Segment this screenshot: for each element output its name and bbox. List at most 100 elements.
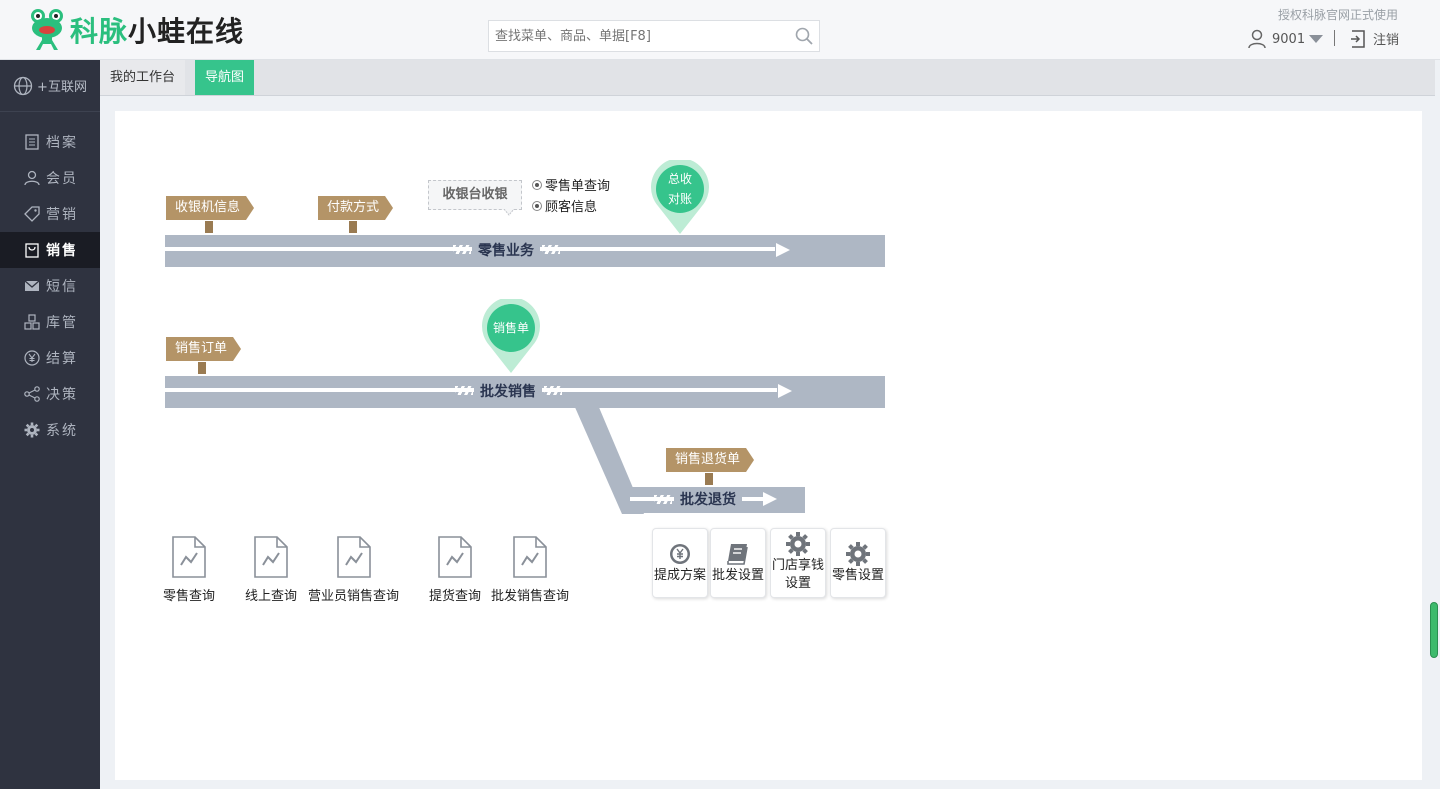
sidebar: +互联网 档案 会员 营销 销售 短信 库管 结算 决策 系统 [0, 60, 100, 789]
return-road-label[interactable]: 批发退货 [674, 489, 742, 509]
road-dash [654, 495, 672, 504]
cashier-info-sign[interactable]: 收银机信息 [166, 196, 254, 220]
logout-button[interactable]: 注销 [1350, 29, 1399, 48]
report-file-icon [336, 536, 371, 578]
pin-text: 销售单 [492, 321, 529, 335]
sidebar-item-inventory[interactable]: 库管 [0, 304, 100, 340]
radio-label: 零售单查询 [545, 179, 611, 194]
payment-method-sign[interactable]: 付款方式 [318, 196, 393, 220]
pin-text: 总收对账 [651, 160, 709, 218]
gear-icon [786, 532, 810, 556]
report-file-icon [438, 536, 472, 578]
customer-info-radio[interactable]: 顾客信息 [532, 196, 597, 215]
pickup-query-link[interactable]: 提货查询 [429, 535, 481, 604]
sidebar-item-sms[interactable]: 短信 [0, 268, 100, 304]
content-panel [115, 111, 1422, 780]
yen-icon [24, 350, 40, 366]
sidebar-item-label: 会员 [46, 171, 78, 187]
gear-icon [24, 422, 40, 438]
sidebar-item-label: 结算 [46, 351, 78, 367]
sidebar-item-settlement[interactable]: 结算 [0, 340, 100, 376]
search-icon[interactable] [795, 27, 813, 45]
wholesale-settings-card[interactable]: 批发设置 [710, 528, 766, 598]
coin-icon [670, 544, 690, 564]
setting-label: 提成方案 [653, 568, 706, 583]
mail-icon [24, 280, 40, 291]
retail-query-link[interactable]: 零售查询 [163, 535, 215, 604]
pin-line: 总收 [667, 172, 692, 186]
sales-return-sign[interactable]: 销售退货单 [666, 448, 754, 472]
frog-logo-icon [31, 9, 63, 50]
tab-workbench[interactable]: 我的工作台 [100, 60, 186, 95]
signpost-pole [349, 221, 357, 233]
map-pin-icon [651, 158, 709, 234]
store-enjoy-money-card[interactable]: 门店享钱 设置 [770, 528, 826, 598]
pin-line: 对账 [667, 192, 692, 206]
boxes-icon [24, 314, 40, 330]
chevron-down-icon [1309, 35, 1324, 43]
sidebar-item-label: 决策 [46, 387, 78, 403]
map-pin-icon [482, 297, 540, 373]
radio-label: 顾客信息 [545, 200, 598, 215]
road-dash [544, 386, 562, 395]
sidebar-item-marketing[interactable]: 营销 [0, 196, 100, 232]
logo-text: 科脉小蛙在线 [70, 10, 244, 50]
logo-brand: 科脉 [70, 15, 129, 48]
commission-plan-card[interactable]: 提成方案 [652, 528, 708, 598]
sidebar-item-system[interactable]: 系统 [0, 412, 100, 448]
sidebar-item-archive[interactable]: 档案 [0, 124, 100, 160]
setting-label: 批发设置 [711, 568, 764, 583]
report-file-icon [172, 536, 206, 578]
reconciliation-pin[interactable]: 总收对账 [651, 158, 709, 234]
globe-icon [13, 76, 33, 95]
scrollbar-thumb[interactable] [1430, 602, 1438, 658]
sidebar-item-label: 档案 [46, 135, 78, 151]
wholesale-road-label[interactable]: 批发销售 [474, 381, 542, 401]
bag-icon [25, 243, 39, 258]
clerk-sales-query-link[interactable]: 营业员销售查询 [308, 535, 399, 604]
tag-icon [24, 206, 40, 222]
header-divider [1334, 30, 1335, 46]
report-file-icon [254, 536, 288, 578]
bubble-tail [504, 209, 514, 216]
logo[interactable]: 科脉小蛙在线 [28, 8, 244, 52]
online-query-link[interactable]: 线上查询 [245, 535, 297, 604]
sidebar-internet-label: +互联网 [37, 80, 87, 95]
search-input[interactable] [489, 21, 779, 51]
logout-label: 注销 [1373, 33, 1400, 48]
wholesale-sales-query-link[interactable]: 批发销售查询 [491, 535, 569, 604]
sidebar-item-sales[interactable]: 销售 [0, 232, 100, 268]
app-header: 科脉小蛙在线 授权科脉官网正式使用 9001 注销 [0, 0, 1440, 60]
logout-icon [1351, 29, 1365, 48]
sales-slip-pin[interactable]: 销售单 [482, 297, 540, 373]
sidebar-internet[interactable]: +互联网 [0, 60, 100, 112]
share-icon [24, 386, 40, 402]
license-text: 授权科脉官网正式使用 [1277, 8, 1398, 22]
road-arrow [778, 384, 792, 398]
road-arrow [776, 243, 790, 257]
user-icon [1248, 29, 1266, 49]
query-label: 批发销售查询 [491, 589, 570, 604]
user-icon [24, 170, 40, 186]
sidebar-item-label: 营销 [46, 207, 78, 223]
query-label: 提货查询 [429, 589, 482, 604]
sales-order-sign[interactable]: 销售订单 [166, 337, 241, 361]
sidebar-item-decision[interactable]: 决策 [0, 376, 100, 412]
signpost-pole [205, 221, 213, 233]
user-id: 9001 [1272, 31, 1306, 47]
sidebar-item-label: 短信 [46, 279, 78, 295]
query-label: 零售查询 [163, 589, 216, 604]
radio-dot-icon [532, 179, 542, 190]
setting-label: 门店享钱 [771, 558, 824, 573]
retail-road-label[interactable]: 零售业务 [472, 240, 540, 260]
sidebar-item-label: 库管 [46, 315, 78, 331]
tab-navigation-map[interactable]: 导航图 [195, 60, 255, 95]
setting-label: 设置 [784, 576, 811, 591]
retail-query-radio[interactable]: 零售单查询 [532, 175, 610, 194]
sidebar-item-member[interactable]: 会员 [0, 160, 100, 196]
retail-settings-card[interactable]: 零售设置 [830, 528, 886, 598]
user-menu[interactable]: 9001 [1248, 29, 1324, 49]
cashier-checkout-bubble[interactable]: 收银台收银 [428, 180, 522, 210]
road-arrow [763, 492, 777, 506]
